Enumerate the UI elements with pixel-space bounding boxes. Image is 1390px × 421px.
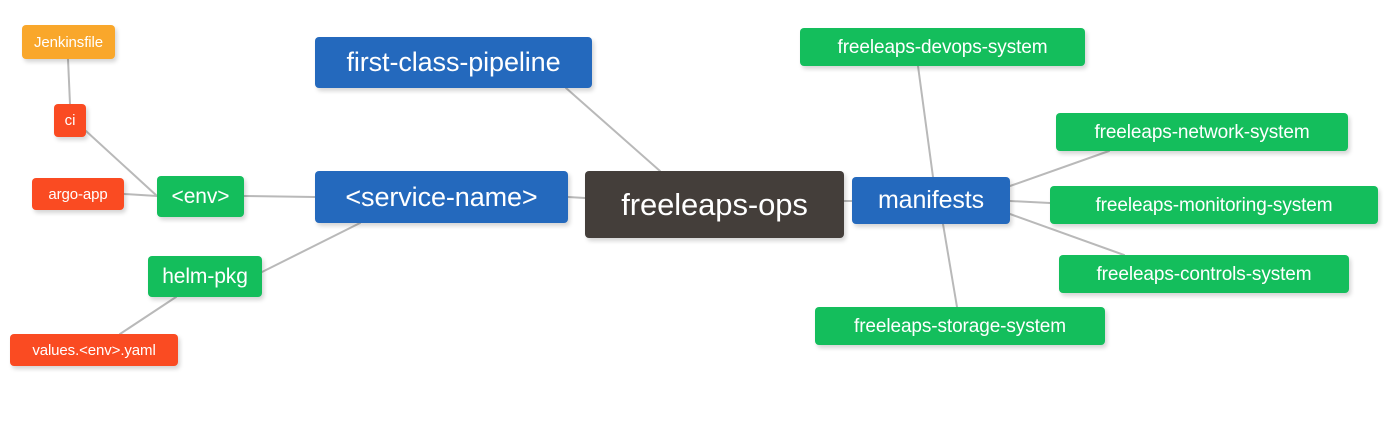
edge-argo-app-to-env xyxy=(123,193,158,197)
node-jenkinsfile[interactable]: Jenkinsfile xyxy=(22,25,115,59)
edge-helm-pkg-to-values-yaml xyxy=(119,296,177,335)
edge-service-name-to-freeleaps-ops xyxy=(567,196,586,199)
node-env[interactable]: <env> xyxy=(157,176,244,217)
edge-manifests-to-monitoring xyxy=(1009,200,1051,204)
node-storage[interactable]: freeleaps-storage-system xyxy=(815,307,1105,345)
node-helm-pkg[interactable]: helm-pkg xyxy=(148,256,262,297)
node-service-name[interactable]: <service-name> xyxy=(315,171,568,223)
node-controls[interactable]: freeleaps-controls-system xyxy=(1059,255,1349,293)
node-freeleaps-ops[interactable]: freeleaps-ops xyxy=(585,171,844,238)
edge-env-to-service-name xyxy=(243,195,316,198)
node-ci[interactable]: ci xyxy=(54,104,86,137)
node-first-class[interactable]: first-class-pipeline xyxy=(315,37,592,88)
edge-manifests-to-storage xyxy=(942,223,958,308)
node-values-yaml[interactable]: values.<env>.yaml xyxy=(10,334,178,366)
edge-first-class-to-freeleaps-ops xyxy=(565,87,661,172)
node-network[interactable]: freeleaps-network-system xyxy=(1056,113,1348,151)
node-manifests[interactable]: manifests xyxy=(852,177,1010,224)
node-argo-app[interactable]: argo-app xyxy=(32,178,124,210)
edge-manifests-to-network xyxy=(1009,150,1110,187)
node-monitoring[interactable]: freeleaps-monitoring-system xyxy=(1050,186,1378,224)
edge-jenkinsfile-to-ci xyxy=(67,58,71,105)
edge-service-name-to-helm-pkg xyxy=(261,222,361,273)
node-devops[interactable]: freeleaps-devops-system xyxy=(800,28,1085,66)
edge-manifests-to-devops xyxy=(917,65,934,178)
